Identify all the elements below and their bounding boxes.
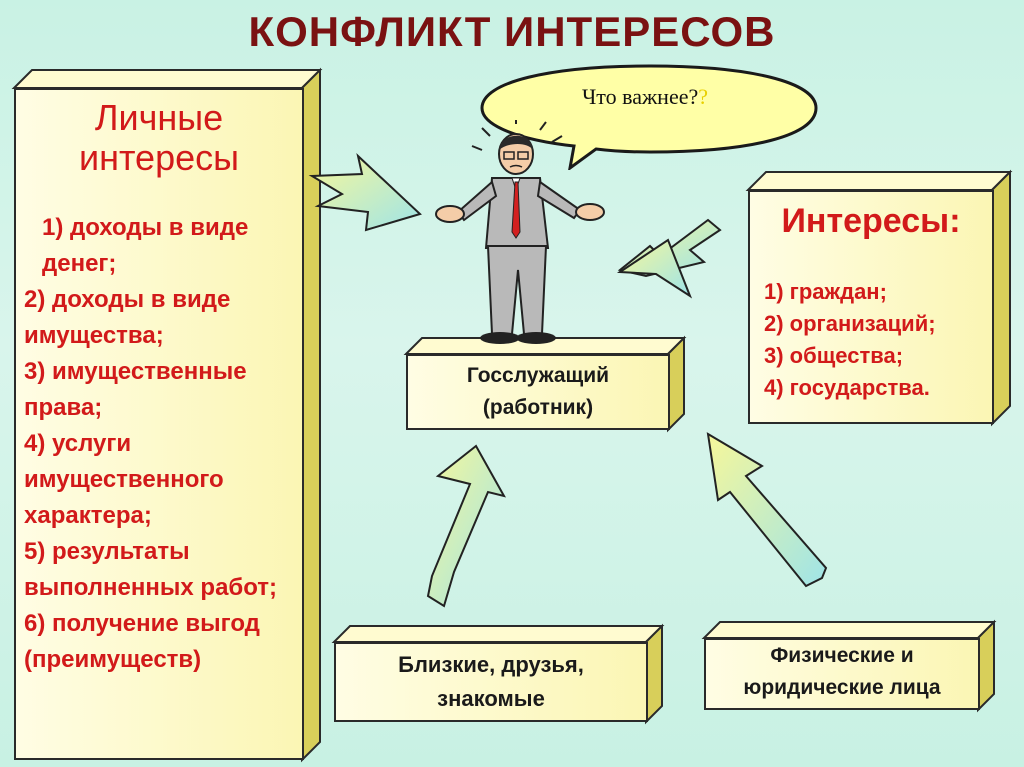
civil-servant-label-line2: (работник) [482, 396, 594, 419]
speech-bubble-text: Что важнее?? [480, 84, 810, 110]
relatives-friends-label-line2: знакомые [437, 686, 545, 711]
speech-bubble-yellow-mark: ? [698, 84, 709, 109]
speech-bubble-question: Что важнее? [581, 84, 699, 109]
civil-servant-figure-icon [435, 120, 605, 344]
legal-entities-label-line2: юридические лица [743, 676, 941, 699]
list-item: 3) имущественные права; [24, 358, 247, 421]
civil-servant-label-line1: Госслужащий [466, 364, 610, 387]
interests-list: 1) граждан; 2) организаций; 3) общества;… [764, 276, 936, 404]
arrow-entities-to-servant-icon [706, 432, 828, 588]
list-item: 4) услуги имущественного характера; [24, 430, 224, 529]
list-item: 3) общества; [764, 343, 904, 368]
arrow-personal-to-servant-icon [308, 153, 422, 232]
list-item: 2) доходы в виде имущества; [24, 286, 231, 349]
personal-interests-heading-line2: интересы [78, 137, 239, 178]
personal-interests-heading: Личные интересы [16, 98, 302, 178]
relatives-friends-label-line1: Близкие, друзья, [398, 652, 584, 677]
list-item: 6) получение выгод (преимуществ) [24, 610, 260, 673]
legal-entities-label-line1: Физические и [770, 644, 914, 667]
list-item: 5) результаты выполненных работ; [24, 538, 278, 601]
list-item: 2) организаций; [764, 311, 936, 336]
page-title: КОНФЛИКТ ИНТЕРЕСОВ [248, 8, 776, 55]
list-item: 4) государства. [764, 375, 930, 400]
personal-interests-box: Личные интересы 1) доходы в виде денег; … [11, 67, 323, 763]
list-item: 1) граждан; [764, 279, 887, 304]
personal-interests-heading-line1: Личные [94, 97, 224, 138]
legal-entities-box: Физические и юридические лица [701, 619, 997, 713]
relatives-friends-box: Близкие, друзья, знакомые [331, 623, 665, 725]
list-item: 1) доходы в виде денег; [42, 214, 249, 277]
personal-interests-list: 1) доходы в виде денег; 2) доходы в виде… [24, 210, 304, 678]
speech-bubble [480, 64, 818, 170]
interests-box: Интересы: 1) граждан; 2) организаций; 3)… [745, 169, 1013, 427]
arrow-relatives-to-servant-icon [426, 444, 507, 608]
civil-servant-box: Госслужащий (работник) [403, 335, 687, 433]
interests-heading: Интересы: [781, 202, 961, 240]
